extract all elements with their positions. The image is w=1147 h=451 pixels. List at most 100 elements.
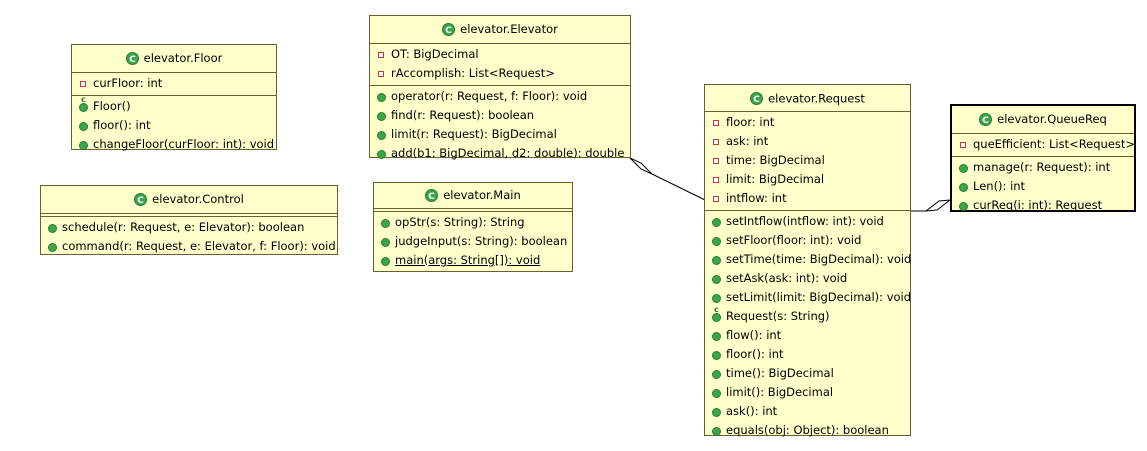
private-field-icon (710, 136, 722, 148)
class-icon: C (750, 92, 764, 105)
field-row[interactable]: intflow: int (705, 189, 910, 208)
public-method-icon (710, 273, 722, 285)
class-name: elevator.Floor (143, 51, 223, 65)
fields-section: curFloor: int (72, 73, 276, 96)
svg-text:C: C (753, 95, 760, 105)
method-row[interactable]: floor(): int (72, 116, 276, 135)
method-row[interactable]: setLimit(limit: BigDecimal): void (705, 288, 911, 307)
field-row[interactable]: ask: int (705, 132, 910, 151)
public-method-icon (710, 425, 722, 437)
field-row[interactable]: limit: BigDecimal (705, 170, 910, 189)
public-method-icon (957, 200, 969, 212)
field-row[interactable]: time: BigDecimal (705, 151, 910, 170)
field-row[interactable]: queEfficient: List<Request> (952, 135, 1135, 154)
public-method-icon (46, 241, 58, 253)
private-field-icon (710, 155, 722, 167)
public-method-icon (710, 254, 722, 266)
private-field-icon (375, 49, 387, 61)
svg-text:C: C (982, 116, 989, 126)
fields-section (41, 214, 337, 217)
class-name: elevator.Main (443, 188, 521, 202)
private-field-icon (375, 68, 387, 80)
class-name: elevator.QueueReq (997, 112, 1107, 126)
method-row[interactable]: schedule(r: Request, e: Elevator): boole… (41, 218, 337, 237)
association-elevator-request (651, 173, 706, 201)
public-method-icon (710, 330, 722, 342)
aggregation-diamond-queuereq (924, 199, 952, 212)
method-row[interactable]: time(): BigDecimal (705, 364, 910, 383)
public-method-icon (957, 181, 969, 193)
method-row[interactable]: curReq(i: int): Request (952, 196, 1134, 215)
class-name: elevator.Control (152, 192, 244, 206)
method-row[interactable]: flow(): int (705, 326, 910, 345)
svg-text:C: C (445, 26, 452, 36)
method-row[interactable]: setFloor(floor: int): void (705, 231, 910, 250)
public-method-icon (710, 235, 722, 247)
svg-text:C: C (428, 192, 435, 202)
method-row[interactable]: command(r: Request, e: Elevator, f: Floo… (41, 237, 337, 256)
field-row[interactable]: floor: int (705, 113, 910, 132)
public-method-icon (710, 349, 722, 361)
fields-section: queEfficient: List<Request> (952, 134, 1135, 157)
public-method-icon (957, 162, 969, 174)
class-name: elevator.Elevator (460, 22, 558, 36)
class-icon: C (442, 23, 456, 36)
static-method-row[interactable]: main(args: String[]): void (374, 251, 572, 270)
method-row[interactable]: equals(obj: Object): boolean (705, 421, 910, 440)
method-row[interactable]: limit(r: Request): BigDecimal (370, 125, 630, 144)
class-icon: C (125, 52, 139, 65)
methods-section: operator(r: Request, f: Floor): void fin… (370, 86, 630, 165)
field-row[interactable]: rAccomplish: List<Request> (370, 64, 630, 83)
method-row[interactable]: Len(): int (952, 177, 1134, 196)
method-row[interactable]: manage(r: Request): int (952, 158, 1134, 177)
class-icon: C (979, 113, 993, 126)
static-method-icon (379, 255, 391, 267)
public-method-icon (77, 120, 89, 132)
method-row[interactable]: ask(): int (705, 402, 910, 421)
private-field-icon (77, 78, 89, 90)
class-icon: C (134, 193, 148, 206)
method-row[interactable]: find(r: Request): boolean (370, 106, 630, 125)
method-row[interactable]: add(b1: BigDecimal, d2: double): double (370, 144, 630, 163)
method-row[interactable]: setTime(time: BigDecimal): void (705, 250, 911, 269)
method-row[interactable]: floor(): int (705, 345, 910, 364)
class-name: elevator.Request (768, 91, 865, 106)
public-method-icon (710, 368, 722, 380)
private-field-icon (710, 174, 722, 186)
method-row[interactable]: opStr(s: String): String (374, 213, 572, 232)
svg-text:C: C (137, 196, 144, 206)
method-row[interactable]: setIntflow(intflow: int): void (705, 212, 910, 231)
method-row[interactable]: limit(): BigDecimal (705, 383, 910, 402)
public-method-icon (77, 139, 89, 151)
methods-section: setIntflow(intflow: int): void setFloor(… (705, 211, 911, 442)
public-method-icon (375, 129, 387, 141)
svg-text:C: C (129, 55, 136, 65)
public-method-icon (379, 236, 391, 248)
constructor-icon: c (710, 305, 722, 323)
method-row[interactable]: setAsk(ask: int): void (705, 269, 910, 288)
public-method-icon (375, 110, 387, 122)
class-icon: C (425, 189, 439, 202)
method-row[interactable]: operator(r: Request, f: Floor): void (370, 87, 630, 106)
field-row[interactable]: curFloor: int (72, 74, 276, 93)
constructor-icon: c (77, 95, 89, 113)
public-method-icon (710, 387, 722, 399)
method-row[interactable]: changeFloor(curFloor: int): void (72, 135, 276, 154)
method-row[interactable]: judgeInput(s: String): boolean (374, 232, 572, 251)
field-row[interactable]: OT: BigDecimal (370, 45, 630, 64)
